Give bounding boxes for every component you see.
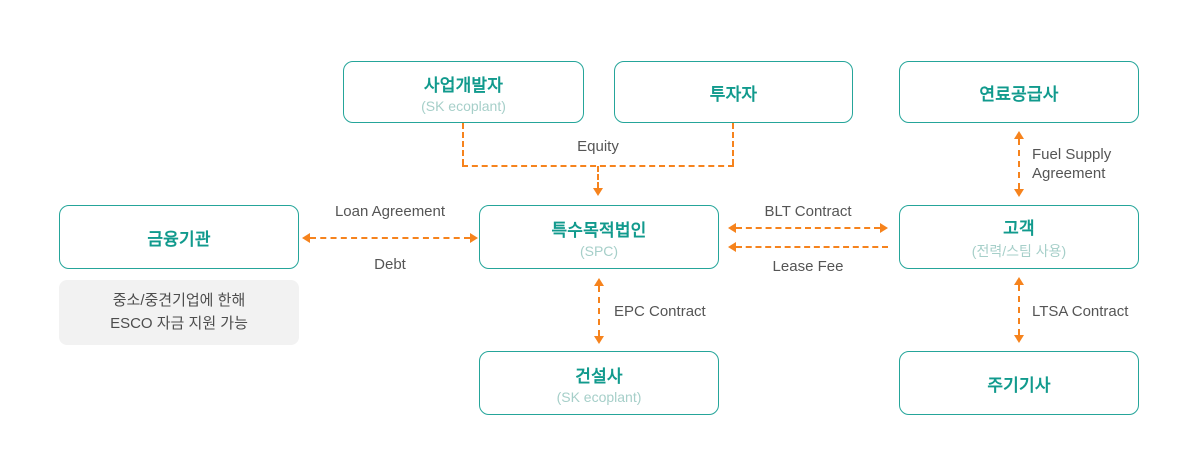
arrow-head-left-icon bbox=[728, 223, 736, 233]
node-title: 건설사 bbox=[575, 366, 623, 386]
esco-funding-note: 중소/중견기업에 한해 ESCO 자금 지원 가능 bbox=[59, 280, 299, 345]
label-loan-agreement: Loan Agreement bbox=[334, 203, 446, 220]
node-title: 금융기관 bbox=[147, 229, 211, 249]
arrow-head-left-icon bbox=[728, 242, 736, 252]
note-line: ESCO 자금 지원 가능 bbox=[110, 314, 248, 332]
connector-line bbox=[1018, 285, 1020, 335]
node-financial-institution: 금융기관 bbox=[59, 205, 299, 269]
arrow-head-down-icon bbox=[594, 336, 604, 344]
node-business-developer: 사업개발자 (SK ecoplant) bbox=[343, 61, 584, 123]
connector-line bbox=[732, 123, 734, 165]
connector-line bbox=[310, 237, 470, 239]
node-title: 투자자 bbox=[709, 84, 758, 104]
node-main-equipment-supplier: 주기기사 bbox=[899, 351, 1139, 415]
connector-line bbox=[736, 227, 880, 229]
node-subtitle: (SK ecoplant) bbox=[556, 388, 642, 405]
label-ltsa-contract: LTSA Contract bbox=[1032, 303, 1129, 320]
label-equity: Equity bbox=[577, 138, 619, 155]
label-lease-fee: Lease Fee bbox=[772, 258, 844, 275]
connector-line bbox=[597, 166, 599, 188]
arrow-head-up-icon bbox=[594, 278, 604, 286]
arrow-head-down-icon bbox=[1014, 335, 1024, 343]
label-blt-contract: BLT Contract bbox=[764, 203, 852, 220]
node-customer: 고객 (전력/스팀 사용) bbox=[899, 205, 1139, 269]
arrow-head-down-icon bbox=[593, 188, 603, 196]
note-line: 중소/중견기업에 한해 bbox=[112, 292, 246, 309]
node-title: 주기기사 bbox=[987, 375, 1051, 395]
node-title: 사업개발자 bbox=[423, 75, 504, 95]
arrow-head-left-icon bbox=[302, 233, 310, 243]
arrow-head-up-icon bbox=[1014, 131, 1024, 139]
node-investor: 투자자 bbox=[614, 61, 853, 123]
connector-line bbox=[598, 286, 600, 336]
connector-line bbox=[1018, 139, 1020, 189]
label-line: Fuel Supply bbox=[1032, 146, 1112, 163]
arrow-head-up-icon bbox=[1014, 277, 1024, 285]
label-line: Agreement bbox=[1032, 164, 1106, 182]
node-fuel-supplier: 연료공급사 bbox=[899, 61, 1139, 123]
label-debt: Debt bbox=[374, 256, 406, 273]
node-title: 연료공급사 bbox=[979, 84, 1059, 104]
node-subtitle: (전력/스팀 사용) bbox=[971, 242, 1067, 259]
connector-line bbox=[736, 246, 888, 248]
node-subtitle: (SK ecoplant) bbox=[421, 97, 506, 114]
arrow-head-down-icon bbox=[1014, 189, 1024, 197]
node-spc: 특수목적법인 (SPC) bbox=[479, 205, 719, 269]
node-title: 특수목적법인 bbox=[551, 220, 647, 240]
node-title: 고객 bbox=[1003, 218, 1035, 238]
node-builder: 건설사 (SK ecoplant) bbox=[479, 351, 719, 415]
node-subtitle: (SPC) bbox=[579, 242, 619, 259]
label-fuel-supply-agreement: Fuel Supply Agreement bbox=[1032, 146, 1111, 184]
connector-line bbox=[462, 123, 464, 165]
label-epc-contract: EPC Contract bbox=[614, 303, 706, 320]
arrow-head-right-icon bbox=[470, 233, 478, 243]
arrow-head-right-icon bbox=[880, 223, 888, 233]
